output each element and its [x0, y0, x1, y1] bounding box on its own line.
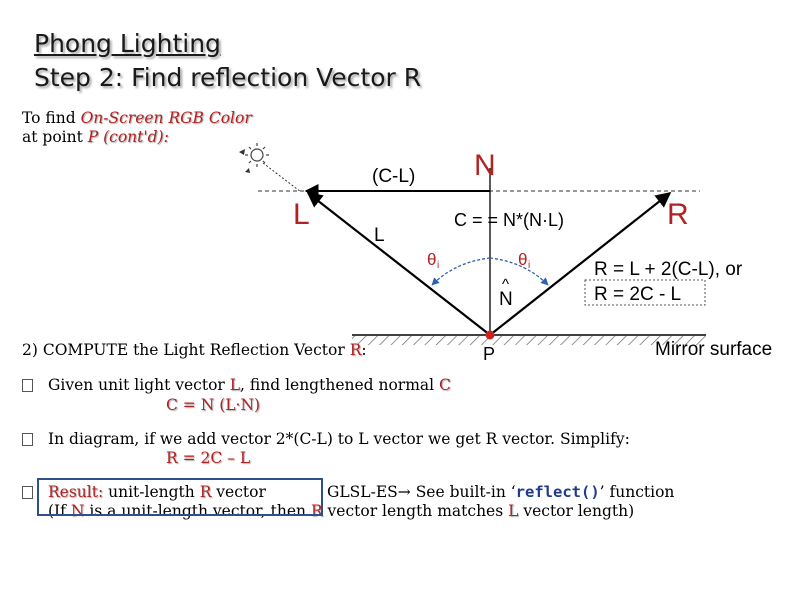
bullet-2-icon [22, 433, 33, 446]
bullet-3-text: Result: unit-length R vector [48, 483, 266, 501]
angle-arc-right [489, 257, 549, 286]
bullet-1-icon [22, 379, 33, 392]
bullet-3-icon [22, 486, 33, 499]
theta-left-subscript: i [437, 260, 439, 271]
bullet-1-formula: C = N (L·N) [166, 396, 261, 414]
n-label: N [474, 149, 496, 182]
reflect-function: reflect() [515, 483, 600, 501]
arrow-right-icon: → [397, 483, 411, 501]
theta-right-label: θ [518, 250, 527, 269]
result-highlight-box [37, 478, 323, 516]
light-source-icon [239, 143, 269, 173]
color-term: On-Screen RGB Color [80, 109, 252, 127]
glsl-note: GLSL-ES→ See built-in ‘reflect()’ functi… [327, 483, 675, 501]
point-p-dot [485, 330, 495, 340]
bullet-3-note: (If N is a unit-length vector, then R ve… [48, 502, 635, 520]
mirror-surface-label: Mirror surface [655, 339, 772, 360]
bullet-2-text: In diagram, if we add vector 2*(C-L) to … [48, 430, 630, 448]
equation-box [584, 279, 706, 306]
n-hat-caret: ^ [502, 276, 509, 293]
step-compute-line: 2) COMPUTE the Light Reflection Vector R… [22, 341, 367, 359]
theta-right-subscript: i [528, 260, 530, 271]
equation-line-2: R = 2C - L [594, 284, 681, 305]
l-small-label: L [374, 225, 385, 246]
light-ray-dotted [262, 162, 302, 193]
l-big-label: L [293, 198, 310, 231]
angle-arc-left [431, 257, 491, 286]
c-minus-l-label: (C-L) [372, 166, 415, 187]
page-subtitle: Step 2: Find reflection Vector R [34, 63, 422, 92]
c-equation-label: C = = N*(N·L) [454, 210, 564, 230]
p-label: P [483, 344, 495, 364]
l-vector [306, 192, 491, 336]
r-vector [489, 192, 672, 336]
n-hat-label: N [499, 289, 513, 310]
bullet-1-text: Given unit light vector L, find lengthen… [48, 376, 451, 394]
r-label: R [667, 198, 689, 231]
step-vector-r: R [349, 341, 362, 359]
mirror-hatch [352, 336, 706, 345]
intro-line-2: at point P (cont'd): [22, 128, 169, 146]
theta-left-label: θ [427, 250, 436, 269]
point-term: P (cont'd): [87, 128, 169, 146]
bullet-2-formula: R = 2C – L [166, 449, 251, 467]
equation-line-1: R = L + 2(C-L), or [594, 259, 743, 280]
page-title: Phong Lighting [34, 29, 221, 58]
intro-line-1: To find On-Screen RGB Color [22, 109, 252, 127]
